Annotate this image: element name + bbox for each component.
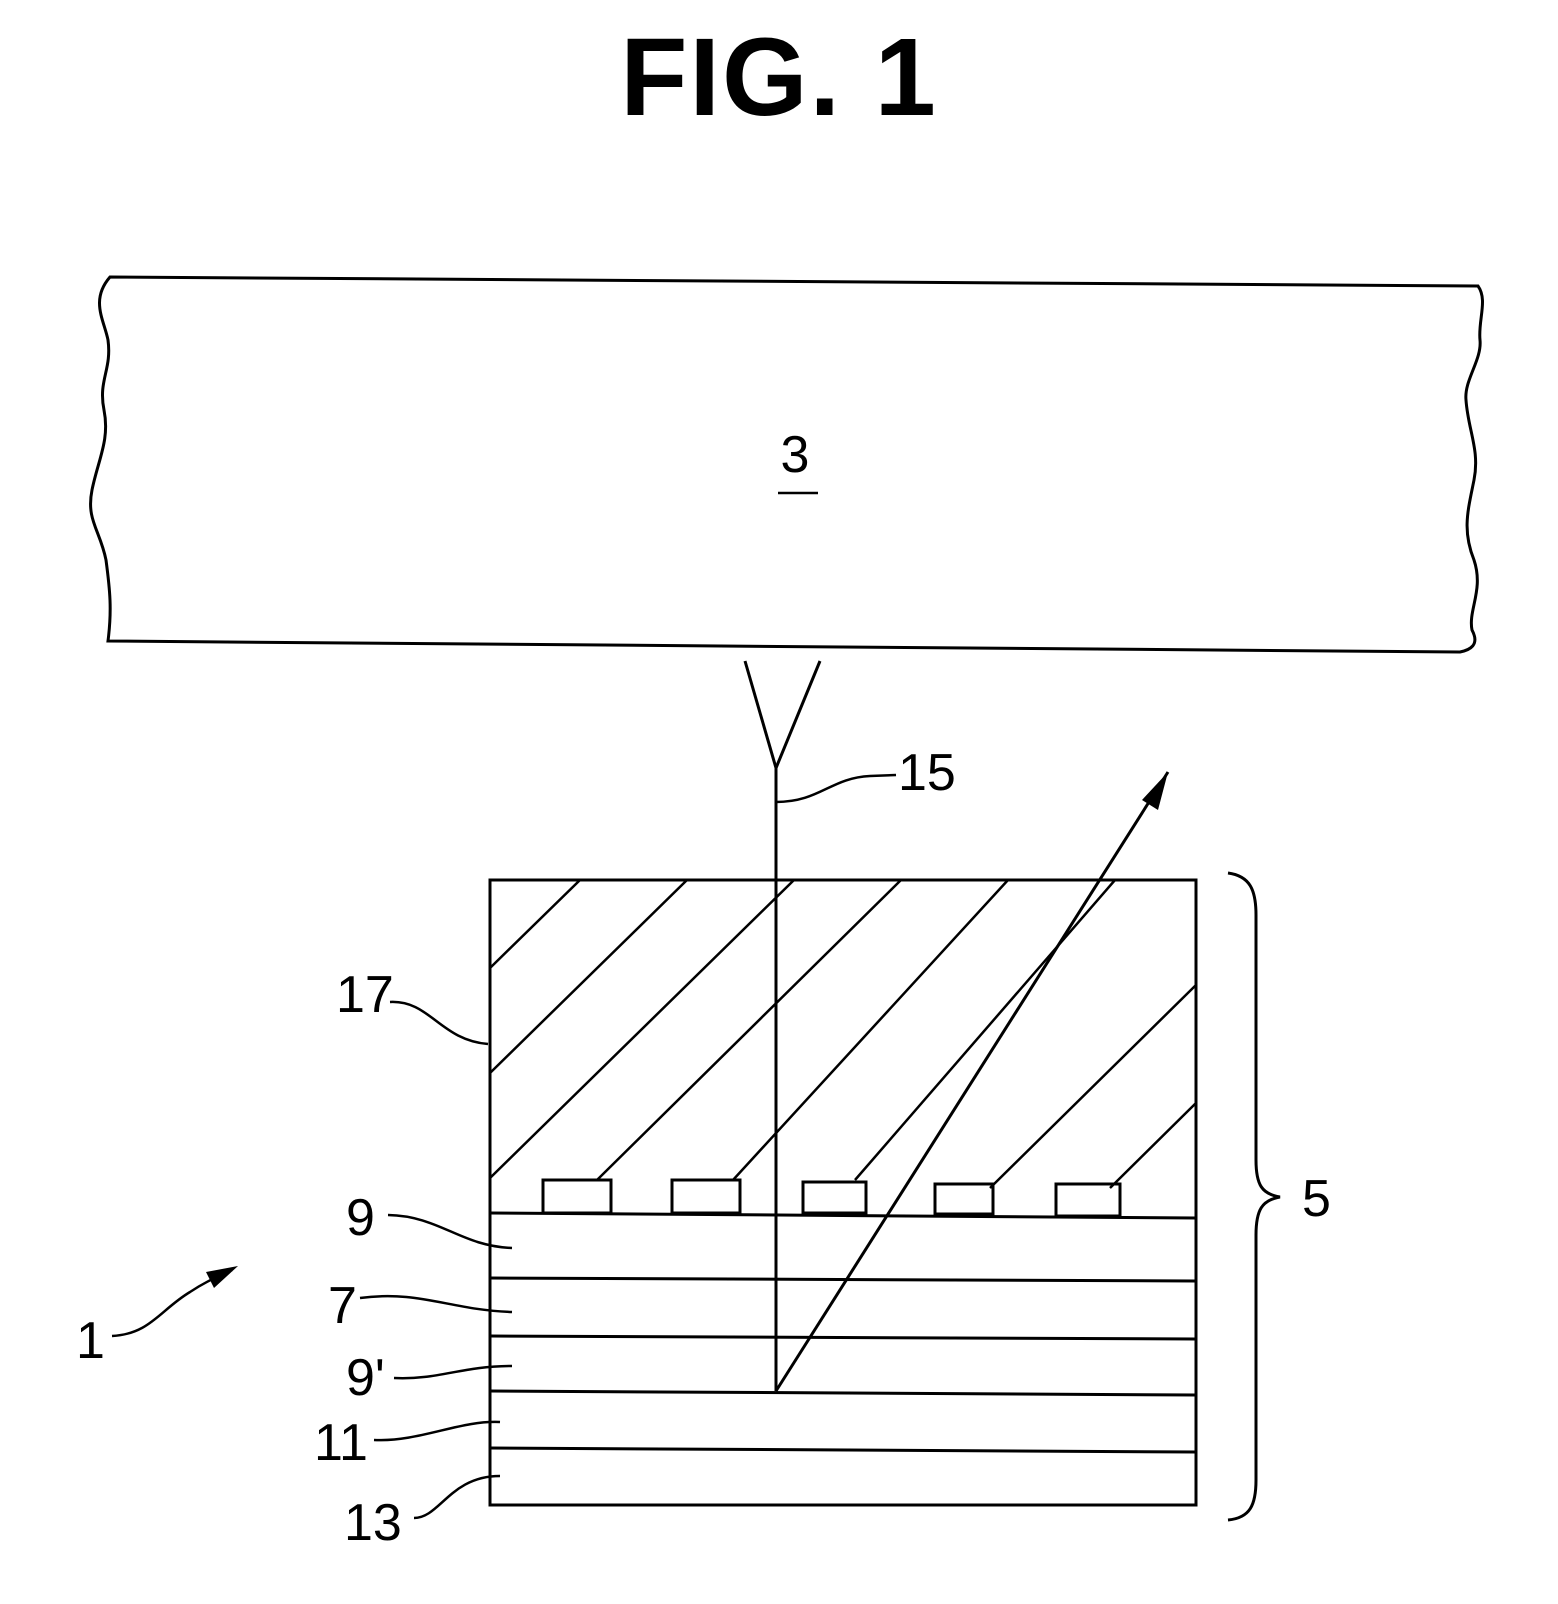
label-cover-layer: 17 [336,966,394,1024]
boundary-9prime-11 [490,1391,1196,1395]
leader-layer-13 [414,1476,500,1518]
boundary-7-9prime [490,1336,1196,1339]
leader-beam [776,775,896,802]
label-layer-7: 7 [328,1277,357,1335]
reflected-beam [776,772,1168,1391]
leader-layer-9 [388,1215,512,1248]
stack-outline [490,880,1196,1505]
stack-brace [1228,873,1280,1520]
label-layer-9: 9 [346,1189,375,1247]
label-target: 3 [781,426,810,484]
device-arrowhead [206,1266,238,1288]
label-layer-13: 13 [344,1494,402,1552]
label-beam: 15 [898,744,956,802]
beam-left-ray [745,661,776,768]
beam-right-ray [776,661,820,768]
leader-layer-11 [374,1422,500,1440]
label-layer-9-prime: 9' [346,1349,385,1407]
leader-cover-layer [390,1002,488,1044]
boundary-11-13 [490,1448,1196,1452]
cover-layer-hatching [490,880,1196,1188]
label-layer-11: 11 [314,1414,368,1472]
leader-layer-9-prime [394,1366,512,1378]
label-device: 1 [76,1312,105,1370]
grating-bumps [543,1180,1120,1216]
boundary-9-7 [490,1278,1196,1281]
label-stack: 5 [1302,1170,1331,1228]
